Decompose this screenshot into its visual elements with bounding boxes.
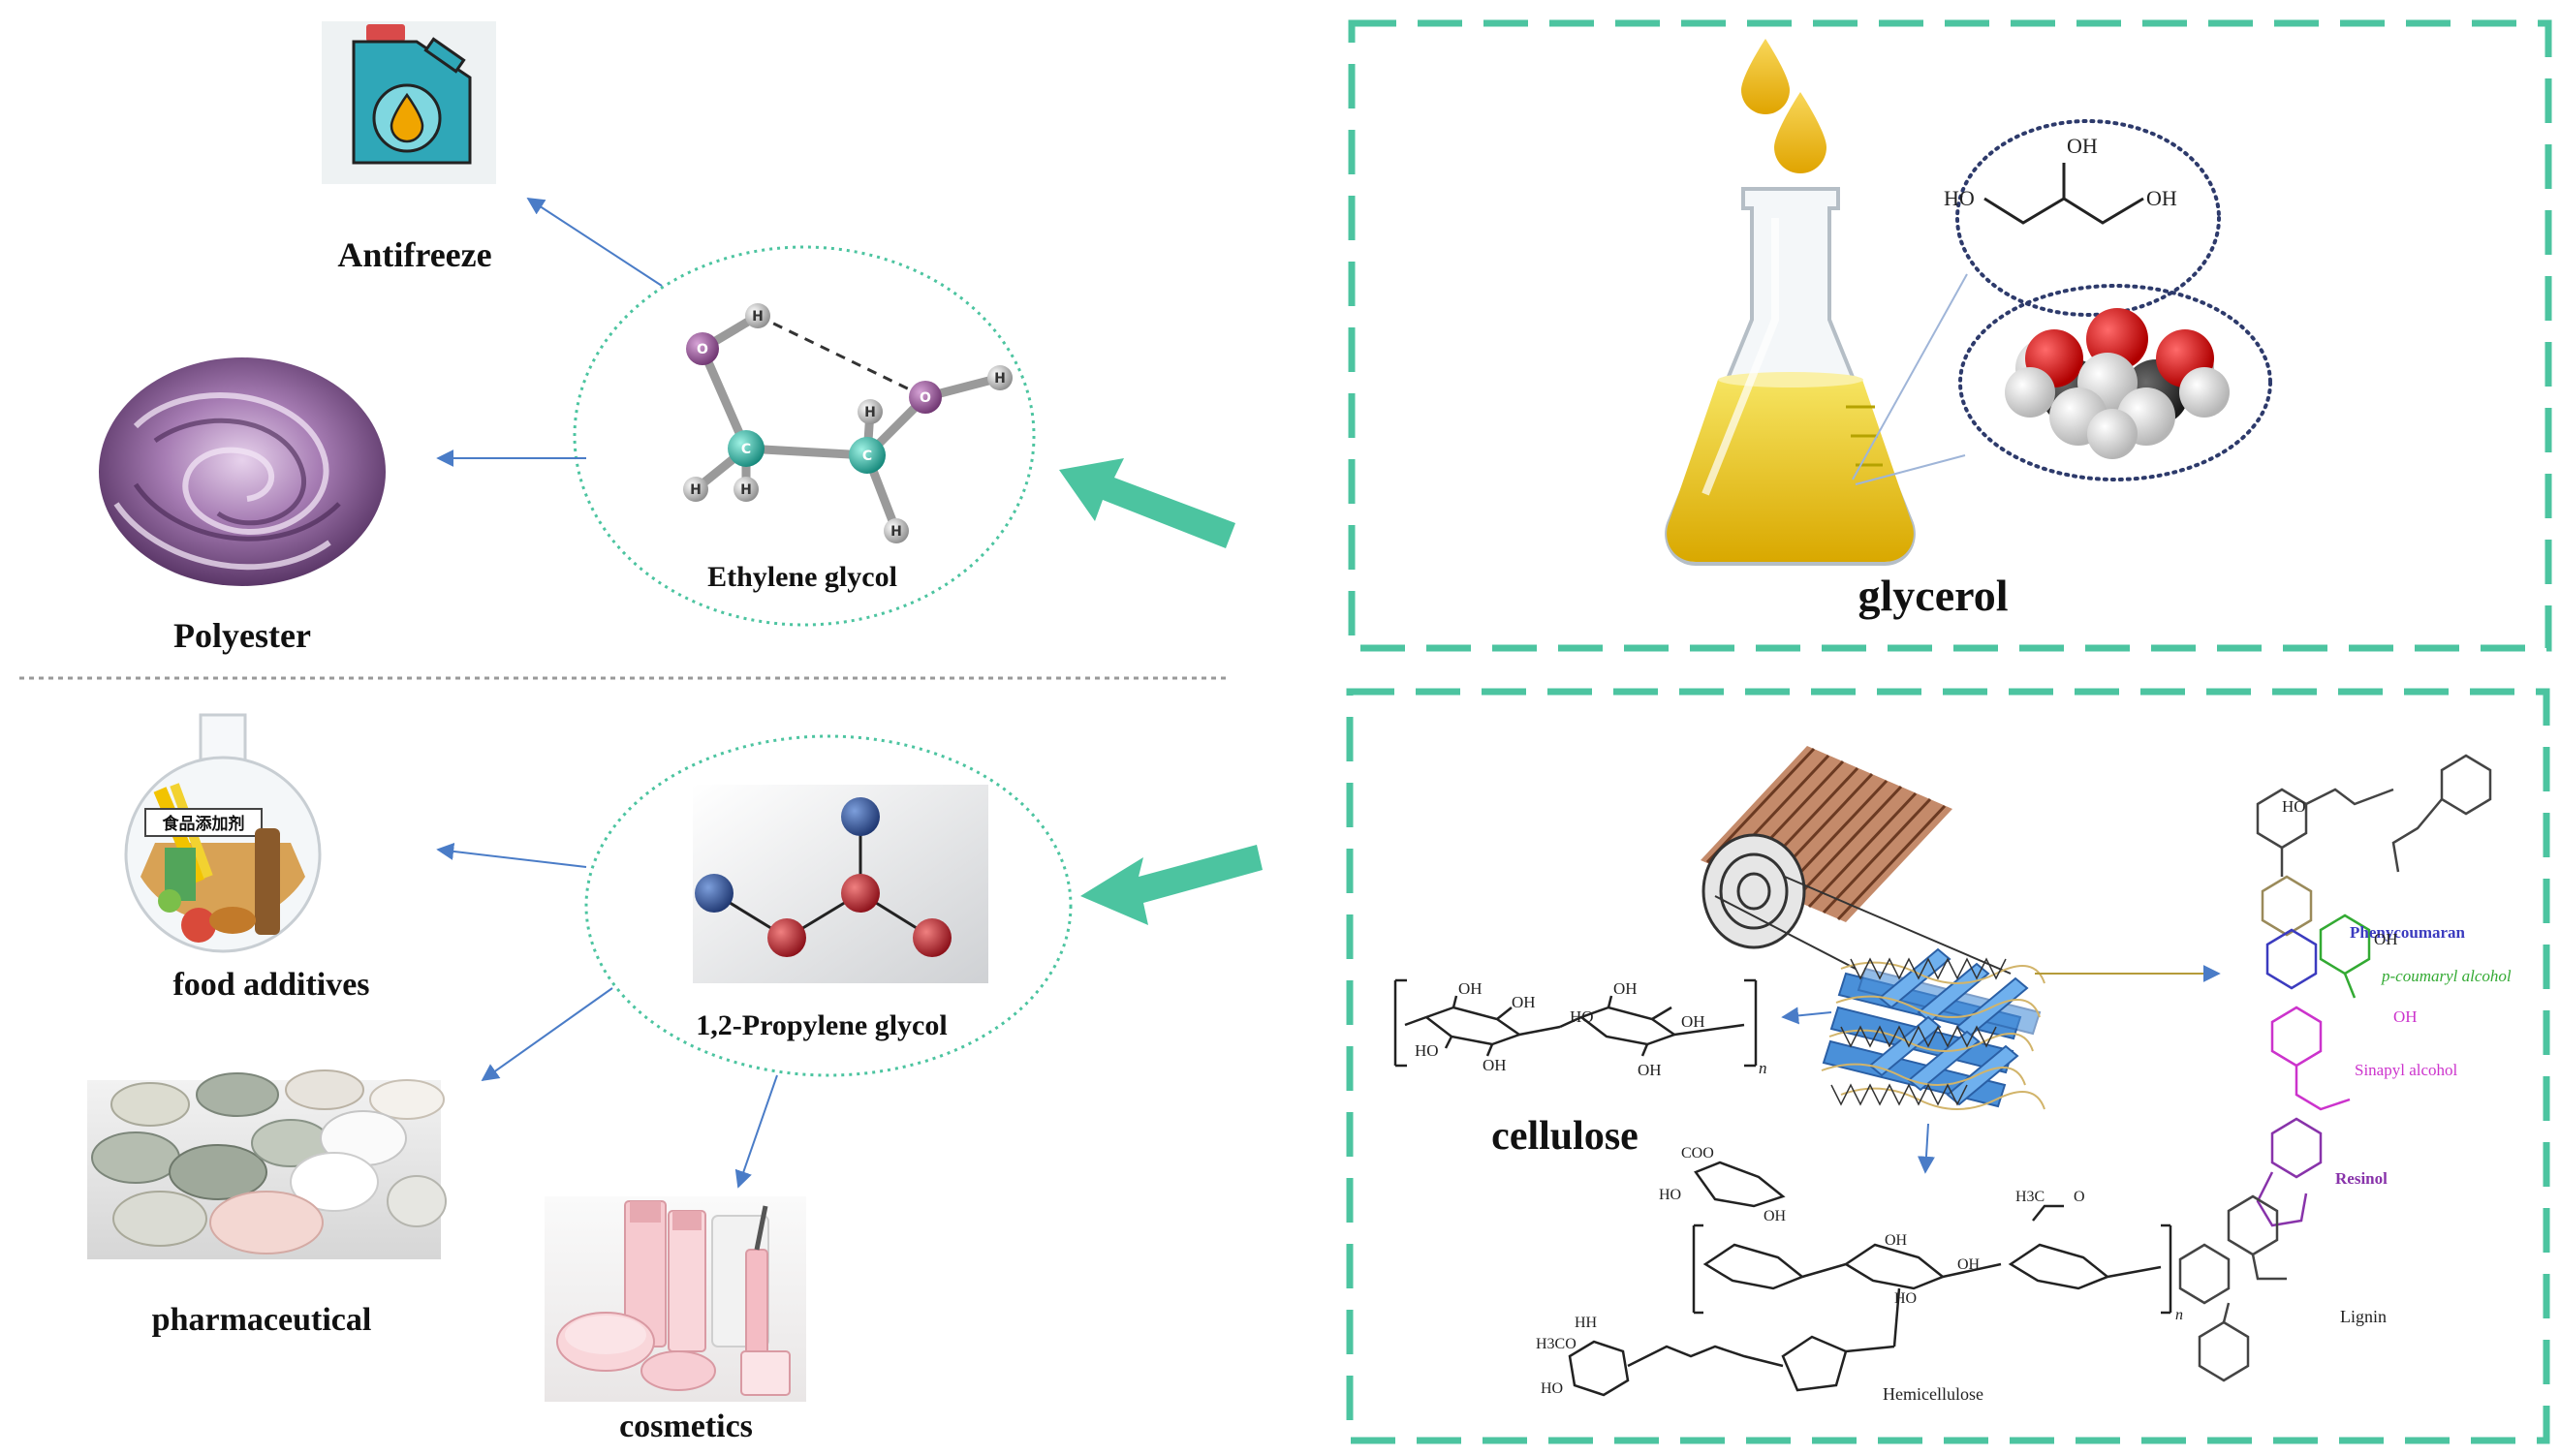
eg-atom-h: H	[864, 405, 876, 420]
cellulose-structure: OH OH HO OH HO OH OH OH n	[1393, 978, 1767, 1079]
cellulose-ho: HO	[1415, 1041, 1439, 1060]
oil-drop-icon	[1774, 92, 1826, 173]
eg-atom-h: H	[890, 524, 902, 540]
ethylene-glycol-molecule-icon	[683, 303, 1013, 543]
cellulose-oh: OH	[1638, 1061, 1662, 1079]
eg-atom-o: O	[920, 390, 931, 406]
hemi-coo: COO	[1681, 1145, 1714, 1162]
food-additives-label: food additives	[172, 967, 369, 1003]
feedstock-arrow-upper	[1059, 458, 1235, 548]
hemicellulose-label: Hemicellulose	[1883, 1384, 1983, 1404]
pharmaceutical-pills-icon	[87, 1069, 447, 1259]
propylene-glycol-circle	[584, 734, 1073, 1077]
lignin-phenycoumaran: Phenycoumaran	[2350, 923, 2466, 942]
cellulose-ho: HO	[1570, 1007, 1594, 1026]
polyester-fabric-icon	[99, 357, 386, 586]
erlenmeyer-flask-icon	[1665, 187, 1916, 566]
cellulose-oh: OH	[1613, 979, 1638, 998]
cellulose-label: cellulose	[1491, 1114, 1639, 1159]
propylene-glycol-label: 1,2-Propylene glycol	[696, 1009, 947, 1041]
cosmetics-products-icon	[545, 1196, 806, 1402]
eg-atom-o: O	[697, 342, 708, 357]
cellulose-oh: OH	[1512, 993, 1536, 1011]
eg-atom-c: C	[741, 442, 751, 457]
eg-atom-h: H	[752, 309, 764, 325]
hemicellulose-structure: COO HO OH H3C O OH HO OH HH H3CO HO n	[1536, 1145, 2183, 1397]
hemi-n: n	[2175, 1307, 2183, 1323]
hemi-oh: OH	[1764, 1208, 1787, 1224]
lignin-sinapyl: Sinapyl alcohol	[2355, 1061, 2458, 1079]
food-additives-flask-icon	[124, 713, 322, 953]
hemi-oh: OH	[1957, 1256, 1981, 1273]
lignin-resinol: Resinol	[2335, 1169, 2388, 1188]
biomass-panel: OH OH HO OH HO OH OH OH n cellulose	[1346, 688, 2550, 1444]
eg-atom-h: H	[740, 482, 752, 498]
glycerol-oh-right: OH	[2146, 186, 2177, 210]
glycerol-skeletal-bonds	[1983, 163, 2144, 225]
ethylene-glycol-label: Ethylene glycol	[707, 561, 897, 593]
glycerol-space-filling-model	[1958, 284, 2272, 481]
food-package-text: 食品添加剂	[163, 814, 245, 834]
hemi-hh: HH	[1575, 1315, 1598, 1331]
hemi-ho: HO	[1894, 1290, 1917, 1307]
cosmetics-label: cosmetics	[619, 1409, 753, 1444]
glycerol-label: glycerol	[1858, 571, 2009, 620]
glycerol-panel: OH HO OH glycerol	[1348, 19, 2552, 652]
hemi-oh: OH	[1885, 1232, 1908, 1249]
cellulose-microfibril-icon	[1821, 947, 2045, 1110]
glycerol-skeletal-formula	[1955, 119, 2221, 317]
lignin-oh: OH	[2374, 930, 2398, 948]
cellulose-n: n	[1759, 1059, 1767, 1077]
glycerol-oh-top: OH	[2067, 134, 2098, 158]
cellulose-oh: OH	[1483, 1056, 1507, 1074]
eg-atom-h: H	[690, 482, 702, 498]
antifreeze-label: Antifreeze	[337, 235, 491, 274]
glycerol-oh-left: HO	[1944, 186, 1975, 210]
eg-atom-c: C	[862, 449, 872, 464]
antifreeze-bottle-icon	[322, 21, 496, 184]
cellulose-oh: OH	[1458, 979, 1483, 998]
cellulose-oh: OH	[1681, 1012, 1705, 1031]
feedstock-arrow-lower	[1080, 845, 1263, 925]
arrow-to-food-additives	[436, 842, 587, 868]
eg-atom-h: H	[994, 371, 1006, 387]
lignin-ho: HO	[2282, 797, 2306, 816]
arrow-to-antifreeze	[526, 198, 663, 287]
lignin-oh: OH	[2393, 1007, 2418, 1026]
ethylene-glycol-circle	[573, 245, 1036, 627]
arrow-to-cosmetics	[734, 1074, 778, 1189]
propylene-glycol-molecule-icon	[693, 785, 988, 983]
glycerol-molecule-icon	[2005, 308, 2230, 459]
hemi-h3co: H3CO	[1536, 1336, 1577, 1352]
pharmaceutical-label: pharmaceutical	[152, 1302, 372, 1338]
hemi-ho: HO	[1659, 1187, 1681, 1203]
oil-drop-icon	[1741, 39, 1790, 114]
arrow-to-pharmaceutical	[481, 987, 613, 1082]
lignin-structure: HO Phenycoumaran p-coumaryl alcohol Sina…	[2178, 754, 2512, 1382]
wood-fiber-log-icon	[1701, 746, 1952, 949]
hemi-h3c: H3C	[2015, 1189, 2045, 1205]
lignin-label: Lignin	[2340, 1307, 2387, 1326]
hemi-o: O	[2074, 1189, 2085, 1205]
polyester-label: Polyester	[173, 616, 311, 655]
lignin-p-coumaryl: p-coumaryl alcohol	[2381, 967, 2512, 985]
hemi-ho: HO	[1541, 1380, 1563, 1397]
